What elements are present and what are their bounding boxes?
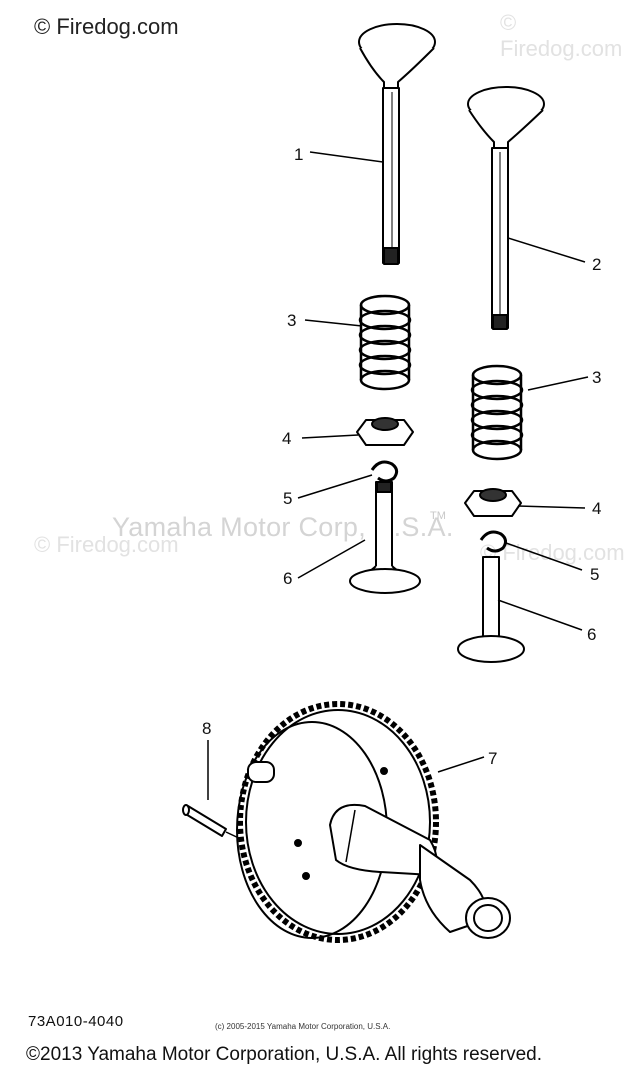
watermark-top-right: © Firedog.com xyxy=(500,10,623,61)
valve-lower-left xyxy=(349,481,421,594)
diagram-reference-code: 73A010-4040 xyxy=(28,1013,124,1030)
callout-2: 2 xyxy=(592,255,601,274)
callout-4-right: 4 xyxy=(592,499,601,518)
copyright-notice: ©2013 Yamaha Motor Corporation, U.S.A. A… xyxy=(26,1044,542,1065)
callout-8: 8 xyxy=(202,719,211,738)
callout-6-left: 6 xyxy=(283,569,292,588)
callout-3-right: 3 xyxy=(592,368,601,387)
watermark-top-left: © Firedog.com xyxy=(34,14,179,39)
keeper-right xyxy=(479,530,508,553)
watermark-center: Yamaha Motor Corp, U.S.A. xyxy=(112,512,454,542)
callout-5-right: 5 xyxy=(590,565,599,584)
callout-6-right: 6 xyxy=(587,625,596,644)
camshaft-gear xyxy=(236,701,511,943)
watermark-trademark: TM xyxy=(430,510,446,522)
spring-left xyxy=(358,294,412,391)
callout-4-left: 4 xyxy=(282,429,291,448)
callout-1: 1 xyxy=(294,145,303,164)
callout-7: 7 xyxy=(488,749,497,768)
valve-left xyxy=(358,23,436,265)
callout-5-left: 5 xyxy=(283,489,292,508)
small-copyright: (c) 2005-2015 Yamaha Motor Corporation, … xyxy=(215,1022,391,1031)
keeper-left xyxy=(370,460,399,483)
watermark-mid-left: © Firedog.com xyxy=(34,532,179,557)
retainer-left xyxy=(356,417,414,446)
retainer-right xyxy=(464,488,522,517)
dowel-pin xyxy=(182,804,227,837)
valve-lower-right xyxy=(457,556,525,663)
leader-lines xyxy=(207,151,589,841)
callout-3-left: 3 xyxy=(287,311,296,330)
valve-right xyxy=(467,86,545,330)
spring-right xyxy=(470,364,524,461)
